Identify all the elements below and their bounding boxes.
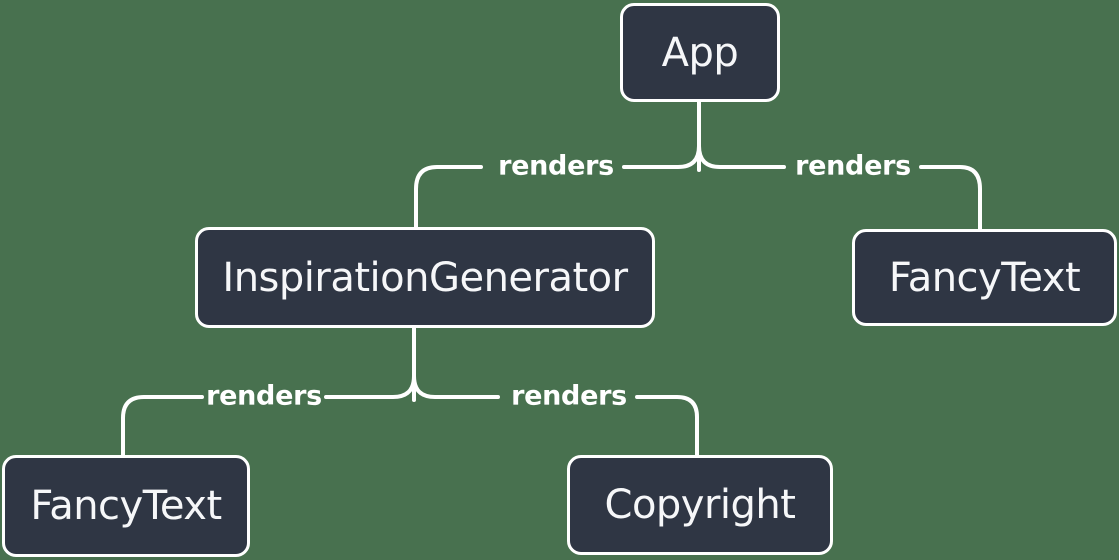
- edge-app-to-fancytext-curve: [697, 144, 786, 169]
- node-copyright-label: Copyright: [604, 482, 796, 528]
- edge-label-inspirationgenerator-copyright: renders: [511, 380, 627, 412]
- node-fancy-text-bottom-left-label: FancyText: [30, 483, 222, 529]
- node-copyright: Copyright: [567, 455, 833, 555]
- node-fancy-text-top-right-label: FancyText: [888, 254, 1081, 301]
- edge-app-to-fancytext-elbow: [919, 165, 982, 231]
- node-app: App: [620, 3, 780, 102]
- edge-inspirationgenerator-to-copyright-elbow: [635, 395, 699, 457]
- node-inspiration-generator: InspirationGenerator: [195, 227, 655, 328]
- node-app-label: App: [661, 29, 739, 76]
- edge-app-to-inspirationgenerator-elbow: [414, 165, 483, 229]
- edge-label-app-fancytext: renders: [795, 150, 911, 182]
- edge-label-app-inspirationgenerator: renders: [498, 150, 614, 182]
- node-fancy-text-bottom-left: FancyText: [2, 455, 250, 557]
- edge-inspirationgenerator-to-copyright-curve: [412, 374, 500, 399]
- edge-inspirationgenerator-to-fancytext-elbow: [121, 395, 204, 457]
- edge-app-to-inspirationgenerator-curve: [622, 144, 701, 169]
- node-fancy-text-top-right: FancyText: [852, 229, 1117, 326]
- node-inspiration-generator-label: InspirationGenerator: [222, 254, 628, 301]
- edge-label-inspirationgenerator-fancytext: renders: [206, 380, 322, 412]
- edge-inspirationgenerator-to-fancytext-curve: [324, 374, 416, 399]
